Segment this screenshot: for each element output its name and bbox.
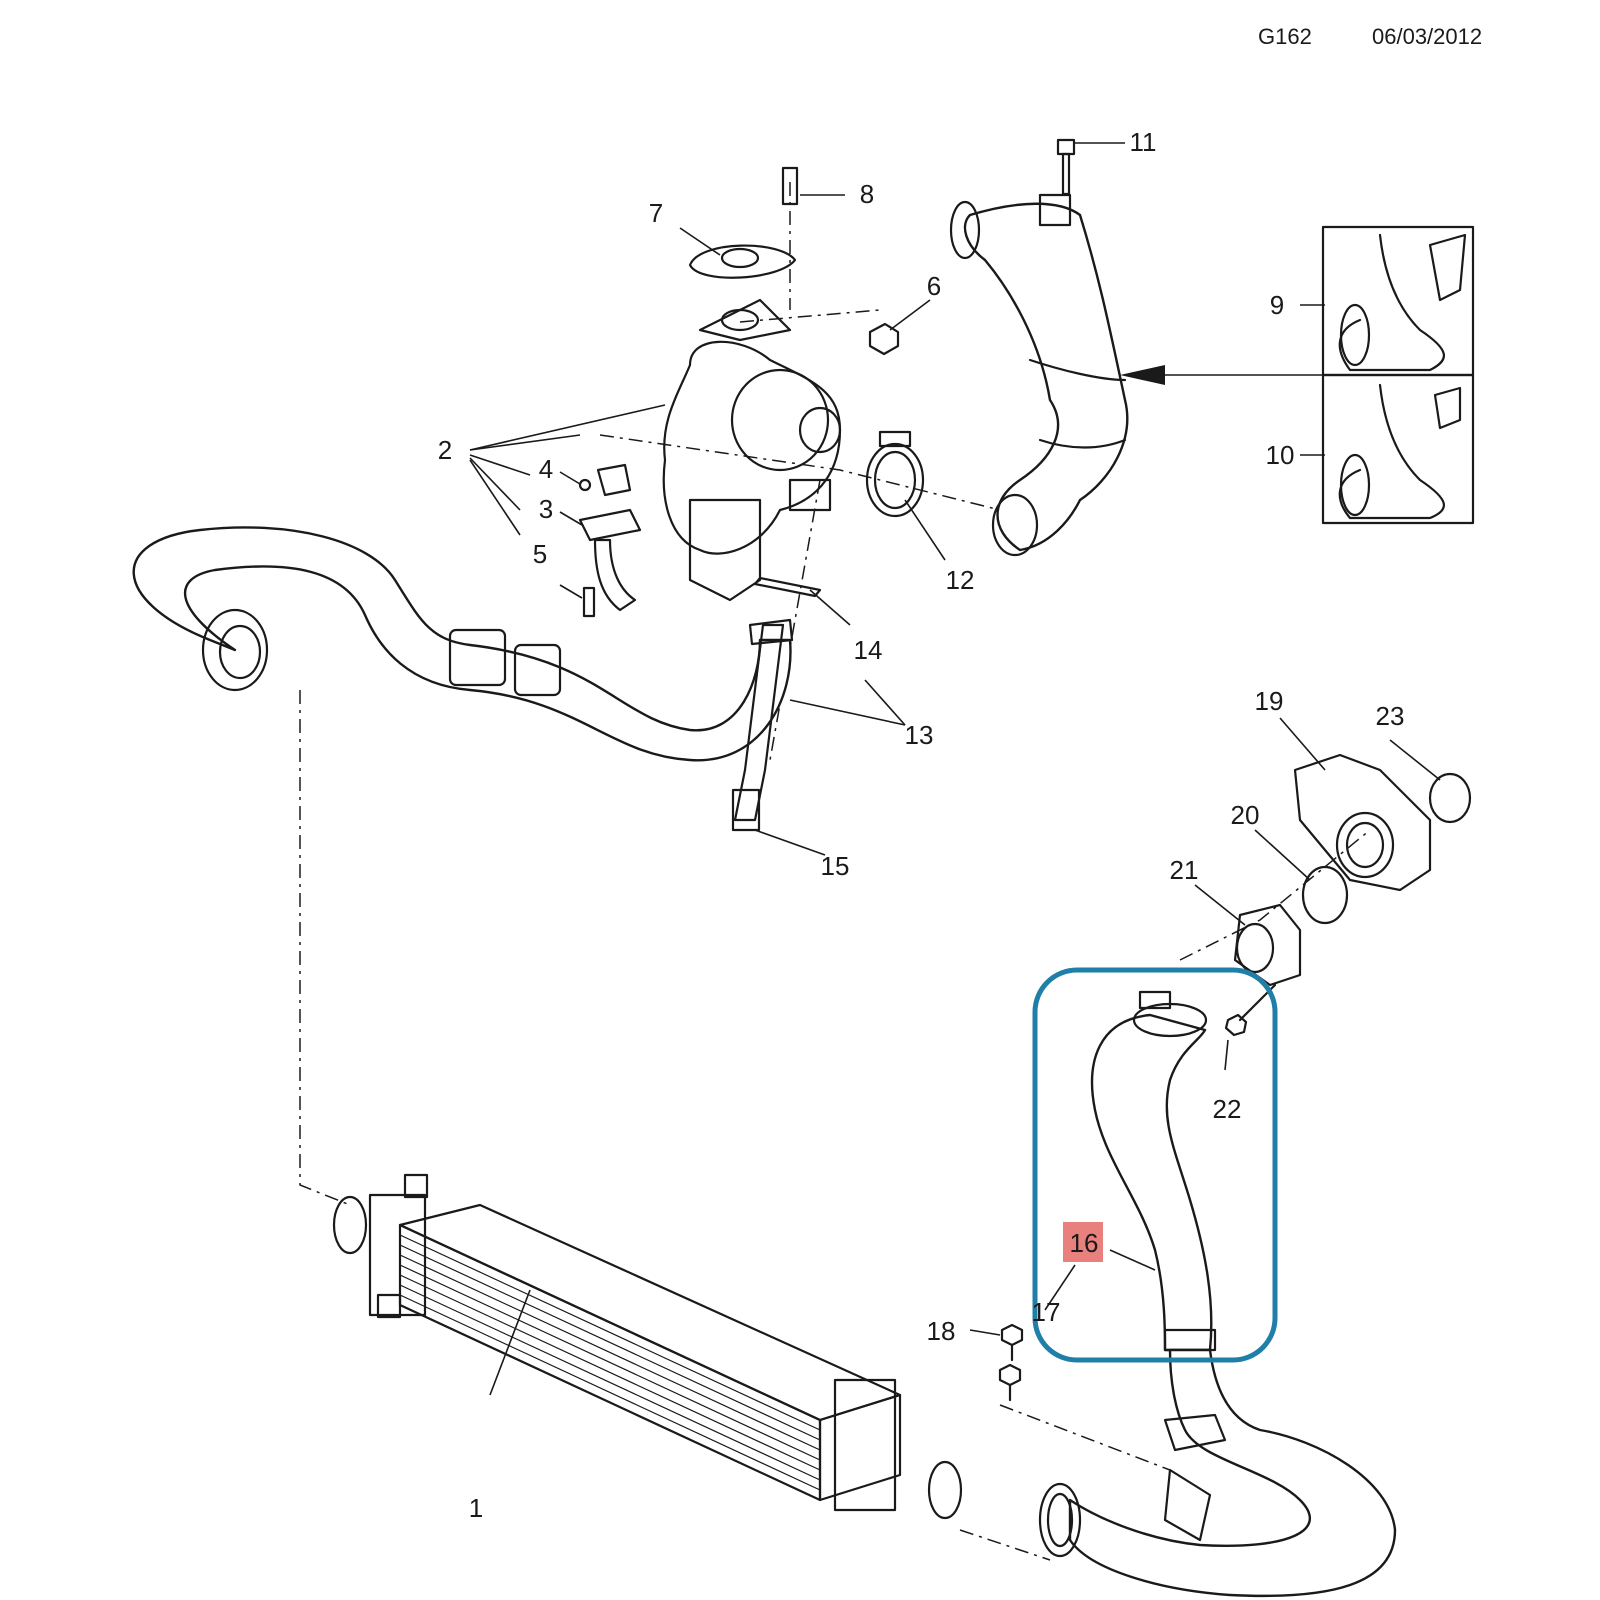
callout-10: 10 xyxy=(1266,440,1295,470)
part-stud-8 xyxy=(781,166,799,206)
highlight-label-box xyxy=(1063,1222,1103,1262)
variant-arrow xyxy=(1120,365,1323,385)
callout-13: 13 xyxy=(905,720,934,750)
highlight-frame xyxy=(1032,967,1278,1363)
callout-12: 12 xyxy=(946,565,975,595)
callout-3: 3 xyxy=(539,494,553,524)
part-clip-4 xyxy=(578,463,632,497)
part-adapter-21 xyxy=(1233,903,1302,987)
callout-15: 15 xyxy=(821,851,850,881)
part-bracket-3 xyxy=(578,508,642,612)
part-seal-20 xyxy=(1301,865,1349,925)
callout-23: 23 xyxy=(1376,701,1405,731)
callout-17: 17 xyxy=(1032,1297,1061,1327)
part-air-duct xyxy=(949,193,1129,557)
part-screw-18 xyxy=(998,1323,1024,1402)
callout-11: 11 xyxy=(1130,127,1157,157)
part-oil-pipe-15 xyxy=(731,623,785,832)
part-intercooler xyxy=(332,1173,963,1520)
part-bolt-5 xyxy=(582,586,596,618)
callout-21: 21 xyxy=(1170,855,1199,885)
callout-5: 5 xyxy=(533,539,547,569)
callout-9: 9 xyxy=(1270,290,1284,320)
leader-lines xyxy=(469,142,1441,1396)
part-hose-upper-left xyxy=(132,526,794,762)
part-hose-16 xyxy=(1090,990,1217,1352)
callout-20: 20 xyxy=(1231,800,1260,830)
diagram-date: 06/03/2012 xyxy=(1372,24,1482,49)
diagram-code: G162 xyxy=(1258,24,1312,49)
callout-2: 2 xyxy=(438,435,452,465)
part-seal-23 xyxy=(1428,772,1472,824)
part-turbocharger xyxy=(662,298,842,602)
callout-8: 8 xyxy=(860,179,874,209)
alignment-lines xyxy=(299,182,1371,1561)
part-throttle-body-19 xyxy=(1293,753,1432,892)
part-nut-6 xyxy=(868,322,900,356)
part-gasket-14 xyxy=(753,576,822,598)
part-clamp-12 xyxy=(865,430,925,518)
part-bolt-11 xyxy=(1056,138,1076,196)
callout-18: 18 xyxy=(927,1316,956,1346)
inset-variant-9 xyxy=(1321,225,1475,377)
part-gasket-7 xyxy=(688,244,797,279)
callout-6: 6 xyxy=(927,271,941,301)
callout-22: 22 xyxy=(1213,1094,1242,1124)
inset-variant-10 xyxy=(1321,373,1475,525)
callout-19: 19 xyxy=(1255,686,1284,716)
callout-14: 14 xyxy=(854,635,883,665)
callout-7: 7 xyxy=(649,198,663,228)
callout-4: 4 xyxy=(539,454,553,484)
callout-16: 16 xyxy=(1070,1228,1099,1258)
callout-labels: 1 2 3 4 5 6 7 8 9 10 11 12 13 14 15 16 1… xyxy=(438,127,1405,1523)
callout-1: 1 xyxy=(469,1493,483,1523)
part-hose-17 xyxy=(1038,1348,1397,1598)
